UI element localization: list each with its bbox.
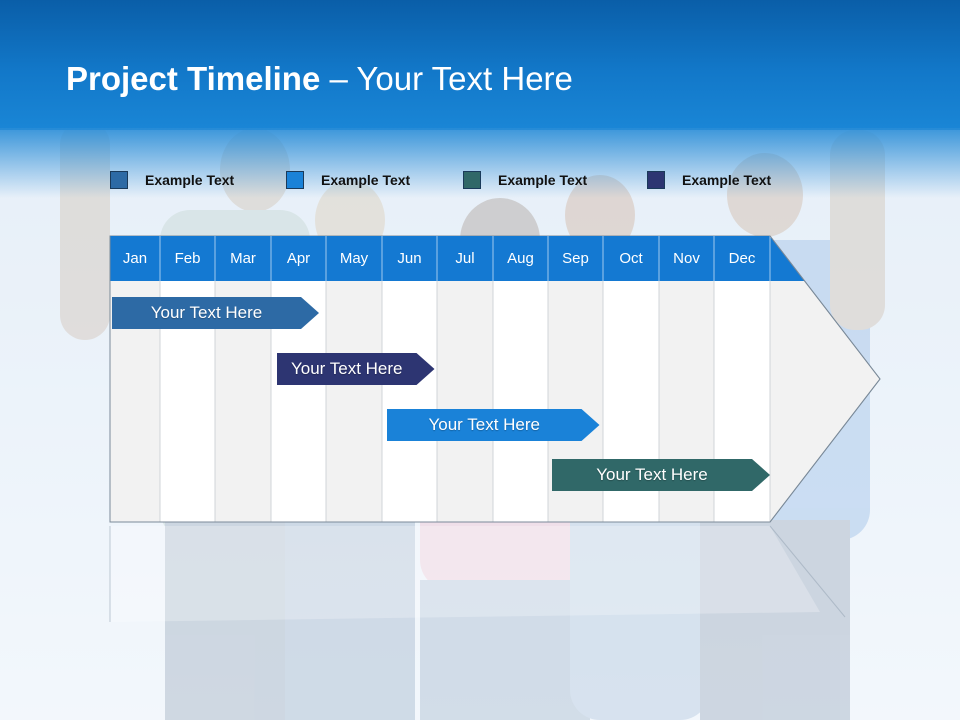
month-label: Apr — [286, 250, 311, 267]
legend-swatch — [463, 171, 481, 189]
slide-title[interactable]: Project Timeline – Your Text Here — [66, 60, 573, 98]
month-column — [326, 281, 382, 522]
legend-item[interactable]: Example Text — [286, 170, 410, 190]
task-bar[interactable]: Your Text Here — [112, 297, 319, 329]
legend-label: Example Text — [321, 172, 411, 188]
legend-item[interactable]: Example Text — [463, 170, 587, 190]
legend-swatch — [110, 171, 128, 189]
task-label: Your Text Here — [150, 303, 263, 322]
month-label: Jan — [122, 250, 148, 267]
month-column — [493, 281, 548, 522]
task-bar[interactable]: Your Text Here — [387, 409, 600, 441]
month-label: Aug — [507, 250, 534, 267]
task-label: Your Text Here — [428, 415, 540, 434]
month-label: Jun — [397, 250, 422, 267]
reflection-shape — [110, 526, 820, 622]
legend-label: Example Text — [498, 172, 588, 188]
task-bar[interactable]: Your Text Here — [277, 353, 435, 385]
header-band — [0, 0, 960, 130]
legend-item[interactable]: Example Text — [110, 170, 234, 190]
month-label: Sep — [562, 250, 589, 267]
legend-swatch — [647, 171, 665, 189]
month-label: Feb — [174, 250, 201, 267]
legend-swatch — [286, 171, 304, 189]
timeline-reflection — [109, 525, 846, 622]
month-label: Mar — [230, 250, 256, 267]
month-label: Oct — [619, 250, 643, 267]
reflection-edge — [769, 525, 846, 618]
month-label: May — [339, 250, 369, 267]
legend-item[interactable]: Example Text — [647, 170, 771, 190]
month-header — [110, 236, 805, 281]
month-label: Nov — [673, 250, 700, 267]
title-bold: Project Timeline — [66, 60, 321, 97]
task-label: Your Text Here — [596, 465, 708, 484]
title-rest: – Your Text Here — [320, 60, 573, 97]
month-column — [437, 281, 493, 522]
month-label: Dec — [728, 250, 756, 267]
legend-label: Example Text — [145, 172, 235, 188]
task-label: Your Text Here — [290, 359, 403, 378]
month-column — [382, 281, 437, 522]
task-bar[interactable]: Your Text Here — [552, 459, 770, 491]
timeline-border — [109, 235, 881, 523]
legend-label: Example Text — [682, 172, 772, 188]
month-label: Jul — [455, 250, 475, 267]
